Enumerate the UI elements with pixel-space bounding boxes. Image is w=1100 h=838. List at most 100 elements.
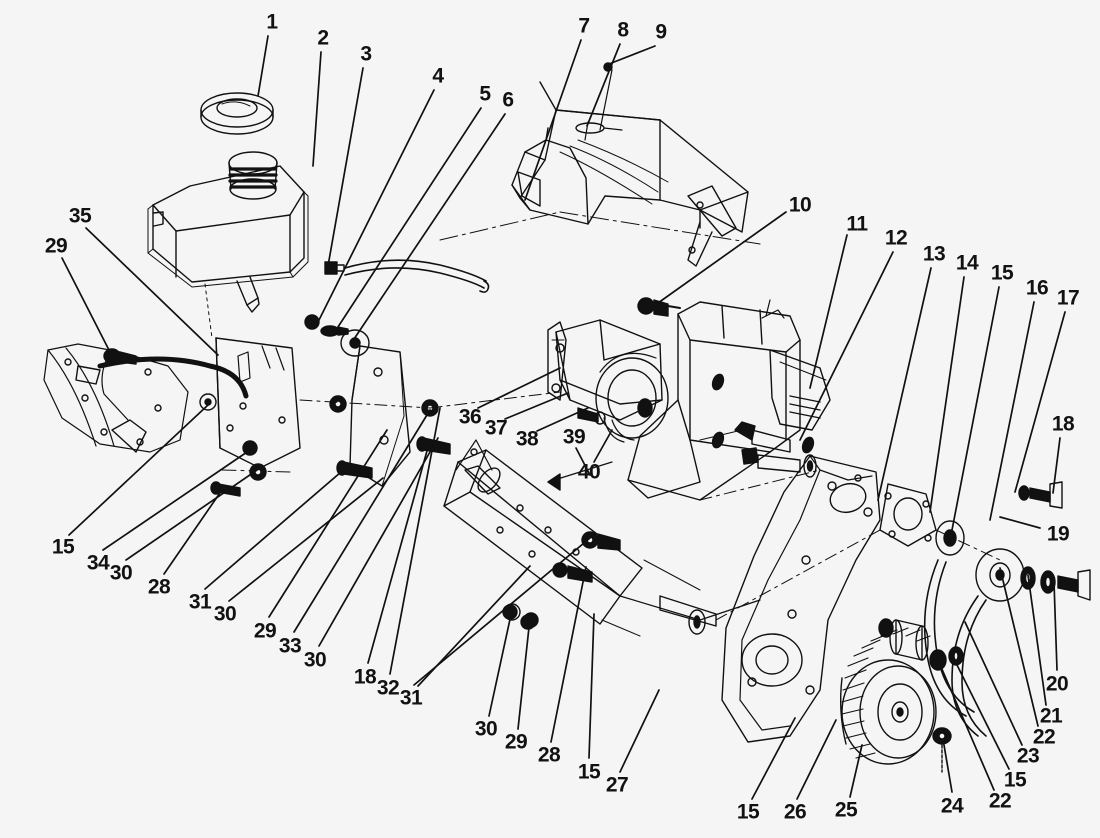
leader-line-15 <box>68 404 209 536</box>
callout-number-14: 14 <box>955 251 979 275</box>
callout-number-31: 31 <box>188 590 212 614</box>
leader-line-13 <box>877 267 932 501</box>
leader-line-25 <box>849 744 863 798</box>
leader-line-9 <box>608 45 656 65</box>
callout-number-19: 19 <box>1046 522 1070 546</box>
leader-line-15 <box>588 613 595 759</box>
leader-line-12 <box>799 251 894 441</box>
callout-number-31: 31 <box>399 686 423 710</box>
leader-line-1 <box>257 35 269 97</box>
callout-number-15: 15 <box>736 800 760 824</box>
leader-line-10 <box>657 211 787 304</box>
leader-line-31 <box>413 537 591 686</box>
callout-number-25: 25 <box>834 798 858 822</box>
leader-line-11 <box>809 234 848 389</box>
callout-number-39: 39 <box>562 425 586 449</box>
callout-number-10: 10 <box>788 193 812 217</box>
leader-line-6 <box>351 113 506 343</box>
leader-line-22 <box>999 567 1039 727</box>
callout-number-29: 29 <box>44 234 68 258</box>
leader-line-14 <box>929 276 965 513</box>
callout-number-35: 35 <box>68 204 92 228</box>
leader-line-30 <box>228 477 384 602</box>
callout-number-1: 1 <box>266 10 278 34</box>
callout-number-5: 5 <box>479 82 491 106</box>
leader-line-34 <box>102 449 251 551</box>
leader-line-36 <box>477 367 561 409</box>
leader-line-15 <box>751 717 796 800</box>
callout-number-30: 30 <box>303 648 327 672</box>
callout-number-8: 8 <box>617 18 629 42</box>
leader-line-28 <box>163 486 225 575</box>
leader-line-8 <box>586 43 621 127</box>
callout-number-34: 34 <box>86 551 110 575</box>
leader-line-32 <box>389 407 441 675</box>
callout-number-3: 3 <box>360 42 372 66</box>
leader-line-3 <box>327 67 364 267</box>
callout-number-22: 22 <box>1032 725 1056 749</box>
callout-number-12: 12 <box>884 226 908 250</box>
leader-line-17 <box>1014 311 1066 493</box>
callout-number-20: 20 <box>1045 672 1069 696</box>
callout-number-24: 24 <box>940 794 964 818</box>
callout-number-4: 4 <box>432 64 444 88</box>
callout-number-29: 29 <box>253 619 277 643</box>
callout-number-38: 38 <box>515 427 539 451</box>
callout-number-13: 13 <box>922 242 946 266</box>
leader-line-29 <box>517 617 531 730</box>
leader-line-5 <box>335 107 482 331</box>
callout-number-18: 18 <box>353 665 377 689</box>
leader-line-28 <box>550 566 587 743</box>
leader-line-33 <box>293 409 431 633</box>
callout-number-30: 30 <box>213 602 237 626</box>
callout-number-15: 15 <box>51 535 75 559</box>
leader-line-26 <box>796 719 837 800</box>
leader-line-27 <box>619 689 660 773</box>
callout-number-23: 23 <box>1016 744 1040 768</box>
leader-line-29 <box>61 257 111 353</box>
callout-number-28: 28 <box>147 575 171 599</box>
callout-number-21: 21 <box>1039 704 1063 728</box>
callout-number-15: 15 <box>1003 768 1027 792</box>
callout-number-22: 22 <box>988 789 1012 813</box>
leader-line-7 <box>524 39 582 201</box>
leader-line-29 <box>268 429 388 618</box>
leader-line-38 <box>536 407 589 432</box>
callout-number-2: 2 <box>317 26 329 50</box>
leader-line-16 <box>989 301 1035 521</box>
callout-number-28: 28 <box>537 743 561 767</box>
callout-number-27: 27 <box>605 773 629 797</box>
callout-number-15: 15 <box>577 760 601 784</box>
callout-number-7: 7 <box>578 14 590 38</box>
callout-number-6: 6 <box>502 88 514 112</box>
callout-number-32: 32 <box>376 676 400 700</box>
callout-number-26: 26 <box>783 800 807 824</box>
callout-number-30: 30 <box>474 717 498 741</box>
callout-number-18: 18 <box>1051 412 1075 436</box>
leader-line-39 <box>575 447 591 476</box>
leader-line-31-secondary <box>417 565 531 687</box>
leader-line-19 <box>999 516 1041 529</box>
callout-leader-lines <box>61 35 1066 800</box>
callout-number-37: 37 <box>484 416 508 440</box>
leader-line-30 <box>318 437 439 647</box>
leader-line-23 <box>964 621 1023 746</box>
callout-number-36: 36 <box>458 405 482 429</box>
leader-line-31 <box>204 465 349 590</box>
callout-number-16: 16 <box>1025 276 1049 300</box>
leader-line-2 <box>312 51 322 167</box>
leader-line-4 <box>317 89 435 323</box>
leader-line-30 <box>488 609 513 717</box>
leader-line-18 <box>1052 437 1061 494</box>
leader-line-37 <box>504 392 569 420</box>
callout-number-40: 40 <box>577 460 601 484</box>
leader-line-40 <box>593 429 613 463</box>
leader-line-35 <box>85 227 219 356</box>
leader-line-15 <box>951 286 1000 531</box>
leader-line-21 <box>1027 574 1047 706</box>
leader-line-20 <box>1053 581 1058 671</box>
callout-number-29: 29 <box>504 730 528 754</box>
leader-line-22 <box>937 659 995 791</box>
callout-number-30: 30 <box>109 561 133 585</box>
